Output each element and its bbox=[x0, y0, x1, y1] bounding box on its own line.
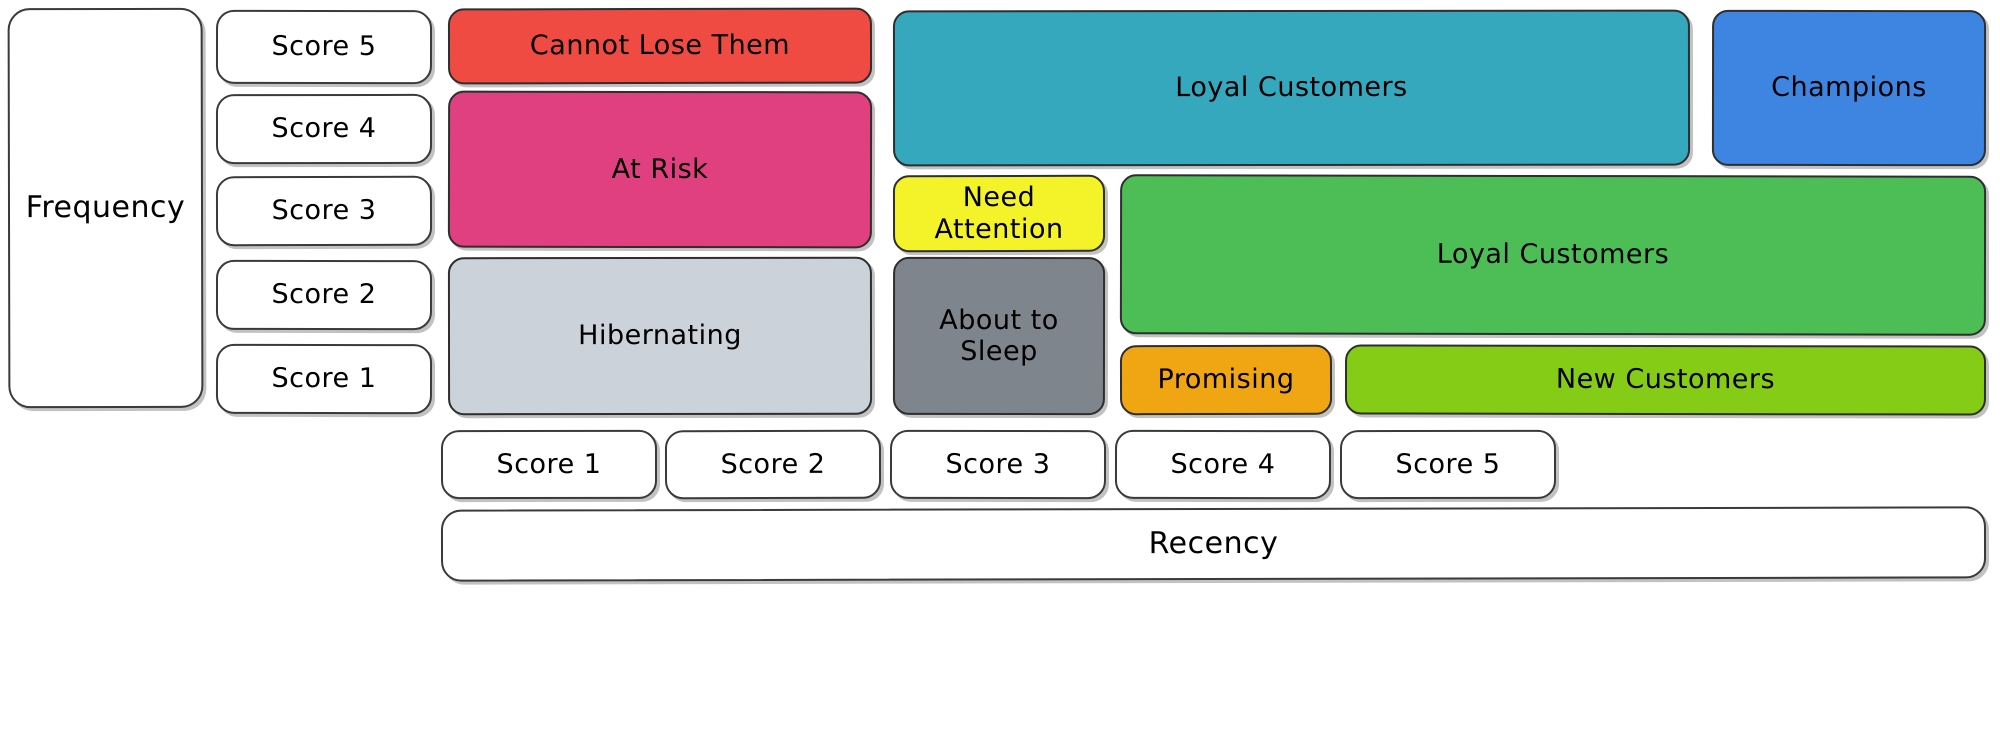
y-score-label-1: Score 1 bbox=[215, 343, 433, 415]
segment-loyal-customers-green[interactable]: Loyal Customers bbox=[1119, 174, 1987, 336]
segment-cannot-lose-them[interactable]: Cannot Lose Them bbox=[447, 7, 873, 85]
x-score-label-4: Score 4 bbox=[1114, 429, 1332, 500]
segment-promising[interactable]: Promising bbox=[1119, 344, 1333, 416]
y-score-label-3: Score 3 bbox=[215, 175, 433, 247]
y-score-label-4: Score 4 bbox=[215, 93, 433, 165]
segment-about-to-sleep[interactable]: About to Sleep bbox=[892, 256, 1106, 416]
x-score-label-2: Score 2 bbox=[664, 429, 882, 500]
x-score-label-1: Score 1 bbox=[440, 429, 658, 500]
segment-champions[interactable]: Champions bbox=[1711, 9, 1987, 167]
x-score-label-3: Score 3 bbox=[889, 429, 1107, 500]
segment-at-risk[interactable]: At Risk bbox=[447, 90, 873, 249]
segment-hibernating[interactable]: Hibernating bbox=[447, 256, 873, 416]
segment-new-customers[interactable]: New Customers bbox=[1344, 344, 1987, 416]
y-axis-title-frequency: Frequency bbox=[7, 7, 204, 409]
x-axis-title-recency: Recency bbox=[440, 506, 1987, 582]
segment-loyal-customers-teal[interactable]: Loyal Customers bbox=[892, 9, 1691, 167]
segment-need-attention[interactable]: Need Attention bbox=[892, 174, 1106, 253]
y-score-label-5: Score 5 bbox=[215, 9, 433, 85]
y-score-label-2: Score 2 bbox=[215, 259, 433, 331]
x-score-label-5: Score 5 bbox=[1339, 429, 1557, 500]
